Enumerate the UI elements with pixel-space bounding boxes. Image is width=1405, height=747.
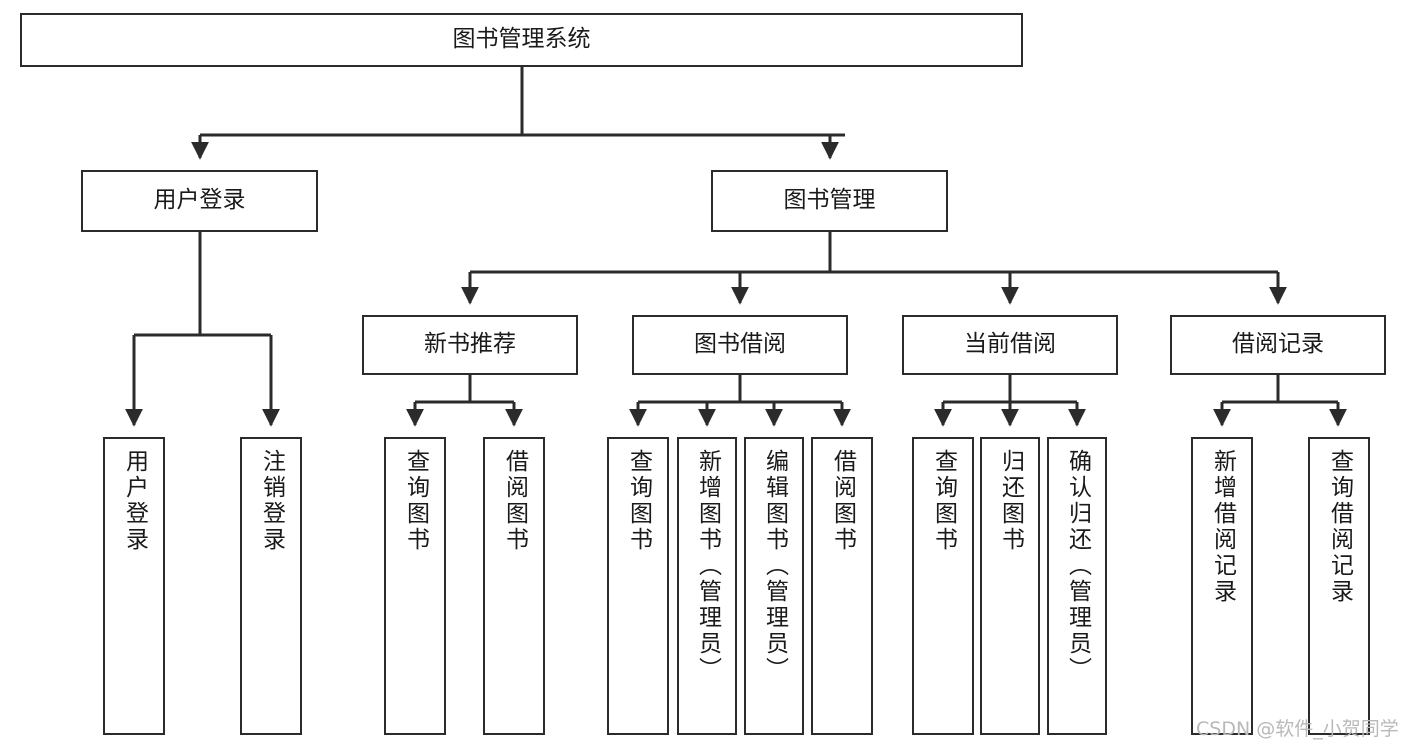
node-user-login[interactable]: 用户登录: [81, 170, 318, 232]
node-borrow-record[interactable]: 借阅记录: [1170, 315, 1386, 375]
node-leaf-edit-book[interactable]: 编辑图书（管理员）: [744, 437, 804, 735]
node-leaf-borrow-book-2[interactable]: 借阅图书: [811, 437, 873, 735]
node-label: 归还图书: [997, 449, 1024, 553]
node-book-management[interactable]: 图书管理: [711, 170, 948, 232]
node-leaf-return-book[interactable]: 归还图书: [980, 437, 1040, 735]
node-label: 注销登录: [258, 449, 285, 553]
node-current-borrow[interactable]: 当前借阅: [902, 315, 1118, 375]
node-leaf-confirm-return[interactable]: 确认归还（管理员）: [1047, 437, 1107, 735]
node-label: 用户登录: [121, 449, 148, 553]
node-leaf-add-borrow-record[interactable]: 新增借阅记录: [1191, 437, 1253, 735]
node-root-system[interactable]: 图书管理系统: [20, 13, 1023, 67]
node-label: 查询借阅记录: [1326, 449, 1353, 605]
node-label: 图书借阅: [694, 331, 786, 358]
node-leaf-query-book-1[interactable]: 查询图书: [384, 437, 446, 735]
node-book-borrow[interactable]: 图书借阅: [632, 315, 848, 375]
node-leaf-add-book[interactable]: 新增图书（管理员）: [677, 437, 737, 735]
node-label: 编辑图书（管理员）: [761, 449, 788, 683]
node-label: 新增图书（管理员）: [694, 449, 721, 683]
node-new-book-recommendation[interactable]: 新书推荐: [362, 315, 578, 375]
node-label: 新增借阅记录: [1209, 449, 1236, 605]
csdn-watermark: CSDN @软件_小贺同学: [1196, 718, 1399, 740]
node-label: 查询图书: [930, 449, 957, 553]
node-label: 查询图书: [402, 449, 429, 553]
node-leaf-borrow-book-1[interactable]: 借阅图书: [483, 437, 545, 735]
node-leaf-query-borrow-record[interactable]: 查询借阅记录: [1308, 437, 1370, 735]
node-label: 图书管理: [783, 187, 876, 214]
node-leaf-user-login[interactable]: 用户登录: [103, 437, 165, 735]
node-label: 图书管理系统: [452, 26, 591, 53]
node-leaf-logout[interactable]: 注销登录: [240, 437, 302, 735]
node-label: 当前借阅: [964, 331, 1056, 358]
node-label: 借阅图书: [829, 449, 856, 553]
node-label: 确认归还（管理员）: [1064, 449, 1091, 683]
node-label: 查询图书: [625, 449, 652, 553]
node-label: 借阅记录: [1232, 331, 1324, 358]
node-label: 借阅图书: [501, 449, 528, 553]
node-leaf-query-book-2[interactable]: 查询图书: [607, 437, 669, 735]
node-label: 新书推荐: [424, 331, 516, 358]
node-leaf-query-book-3[interactable]: 查询图书: [912, 437, 974, 735]
node-label: 用户登录: [153, 187, 246, 214]
